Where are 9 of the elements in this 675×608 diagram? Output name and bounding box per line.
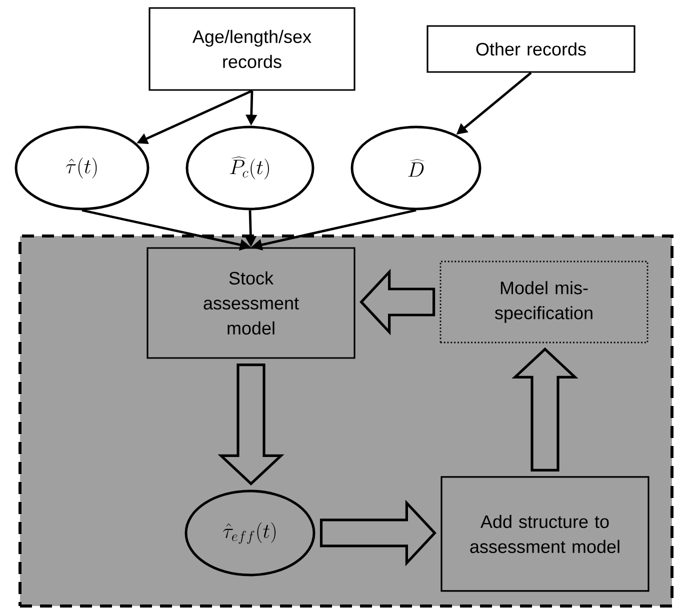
process-box: Model mis-specification — [440, 260, 648, 344]
process-box: Age/length/sex records — [148, 7, 356, 91]
process-box: Add structure to assessment model — [440, 476, 650, 592]
process-box: Other records — [426, 25, 636, 73]
block-arrow — [218, 363, 284, 486]
block-arrow — [512, 347, 578, 472]
process-box: Stock assessment model — [146, 247, 356, 359]
block-arrow — [320, 500, 436, 566]
block-arrow — [360, 268, 436, 336]
